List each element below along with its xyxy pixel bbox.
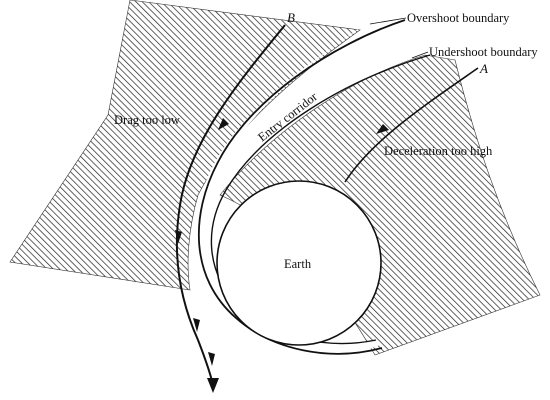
trajectory-b-arrow-4: [208, 352, 215, 366]
trajectory-a-arrow: [376, 124, 389, 134]
trajectory-b-arrow-2: [175, 230, 182, 244]
trajectory-a: [344, 67, 479, 183]
deceleration-too-high-label: Deceleration too high: [384, 144, 493, 158]
undershoot-leader-line: [411, 51, 429, 59]
point-a-label: A: [479, 61, 488, 76]
overshoot-leader-line: [369, 17, 407, 25]
trajectory-b-arrow-1: [218, 118, 229, 130]
overshoot-boundary-curve: [197, 19, 406, 355]
trajectory-b-arrowhead: [207, 378, 219, 393]
point-b-label: B: [287, 10, 295, 25]
earth-circle: [216, 180, 382, 346]
earth-label: Earth: [284, 257, 312, 271]
drag-too-low-label: Drag too low: [114, 113, 180, 127]
undershoot-boundary-label: Undershoot boundary: [429, 45, 538, 59]
trajectory-b-arrow-3: [193, 318, 200, 332]
overshoot-boundary-label: Overshoot boundary: [407, 11, 510, 25]
